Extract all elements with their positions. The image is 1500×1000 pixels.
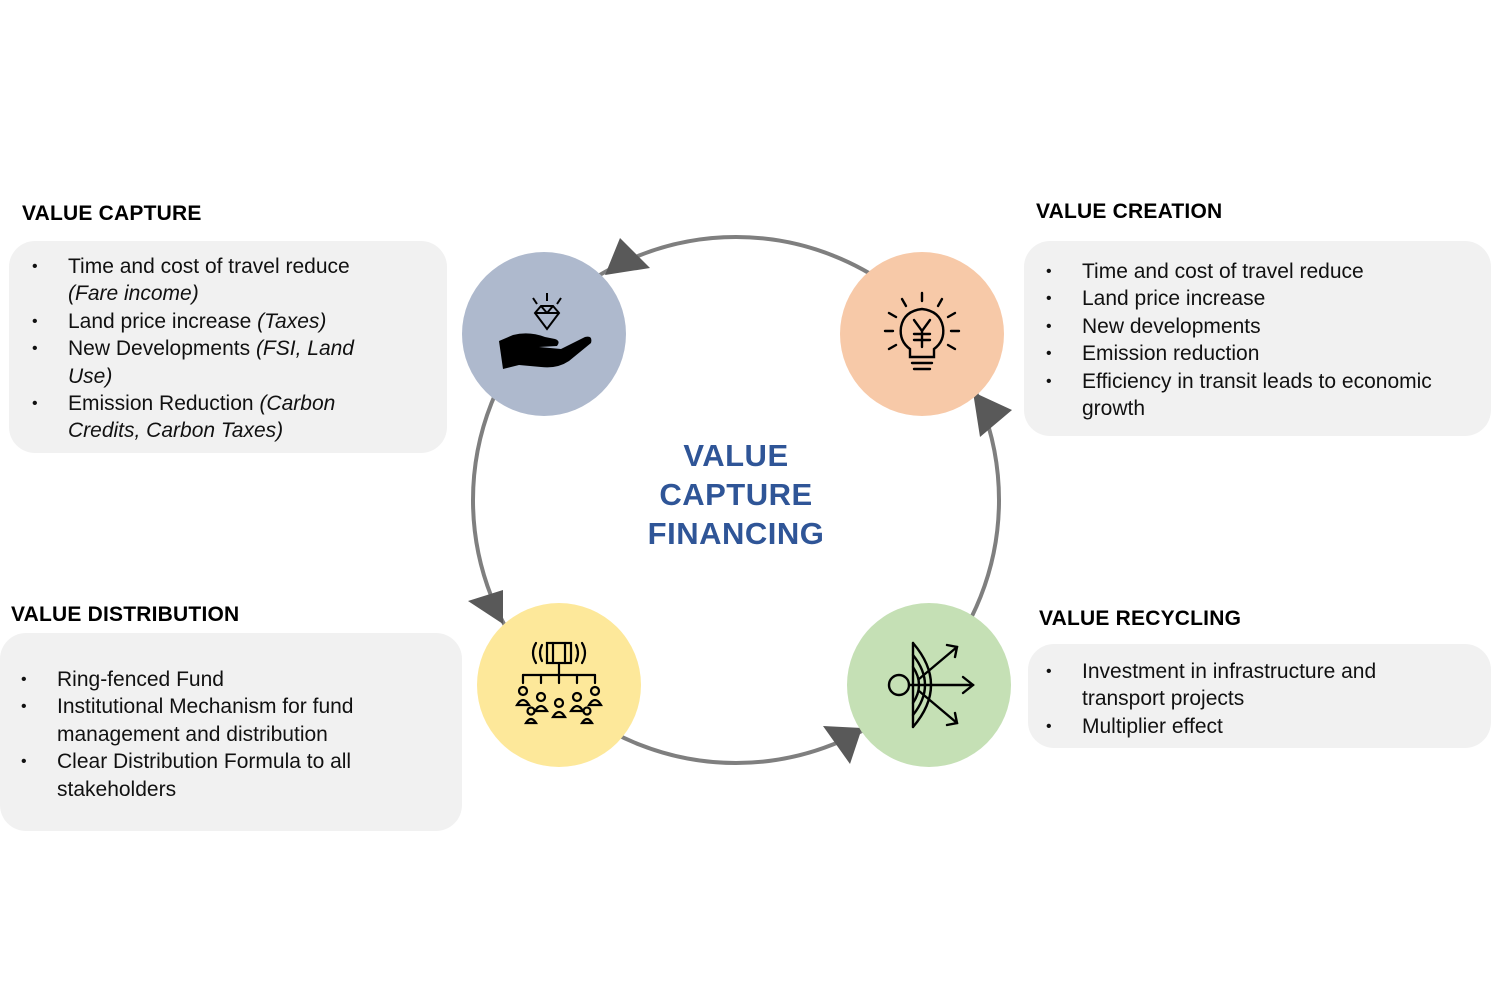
list-item: • Multiplier effect bbox=[1046, 713, 1471, 740]
list-item: • Emission reduction bbox=[1046, 340, 1471, 367]
bullet: • bbox=[32, 340, 38, 358]
capture-list: • Time and cost of travel reduce (Fare in… bbox=[32, 253, 427, 445]
list-item: • Time and cost of travel reduce (Fare in… bbox=[32, 253, 398, 308]
list-item: • Clear Distribution Formula to all stake… bbox=[21, 748, 387, 803]
bullet: • bbox=[21, 753, 27, 771]
capture-node bbox=[462, 252, 626, 416]
arrowhead-creation bbox=[973, 392, 1012, 437]
hand-diamond-icon bbox=[499, 293, 592, 369]
bullet: • bbox=[1046, 263, 1052, 280]
bullet: • bbox=[32, 258, 38, 275]
bullet: • bbox=[32, 395, 38, 413]
item-note: (FSI, Land Use) bbox=[68, 337, 354, 388]
item-text: Time and cost of travel reduce bbox=[1082, 260, 1364, 283]
creation-list: • Time and cost of travel reduce • Land pr… bbox=[1046, 258, 1471, 423]
list-item: • New developments bbox=[1046, 313, 1471, 340]
arrowhead-recycling bbox=[823, 726, 862, 764]
bullet: • bbox=[1046, 663, 1052, 680]
capture-title: VALUE CAPTURE bbox=[22, 202, 202, 225]
recycling-title: VALUE RECYCLING bbox=[1039, 607, 1242, 630]
list-item: • Emission Reduction (Carbon Credits, Car… bbox=[32, 390, 398, 445]
cycle-circle bbox=[471, 235, 1001, 765]
recycling-list: • Investment in infrastructure and transp… bbox=[1046, 658, 1471, 740]
item-text: Emission reduction bbox=[1082, 342, 1260, 366]
item-text: Emission Reduction bbox=[68, 392, 254, 416]
arrowhead-distribution bbox=[468, 590, 503, 624]
item-text: Institutional Mechanism for fund managem… bbox=[57, 695, 354, 746]
list-item: • Investment in infrastructure and transp… bbox=[1046, 658, 1412, 713]
list-item: • Institutional Mechanism for fund manage… bbox=[21, 693, 387, 748]
list-item: • Time and cost of travel reduce bbox=[1046, 258, 1471, 285]
bullet: • bbox=[32, 312, 38, 330]
center-title-line-3: FINANCING bbox=[647, 516, 825, 551]
center-title-line-1: VALUE bbox=[683, 438, 789, 473]
list-item: • Ring-fenced Fund bbox=[21, 666, 387, 693]
item-note: (Fare income) bbox=[68, 282, 199, 306]
fund-distribution-people-icon bbox=[515, 641, 603, 725]
item-text: Efficiency in transit leads to economic … bbox=[1082, 369, 1432, 421]
lightbulb-yen-icon bbox=[883, 291, 961, 371]
list-item: • Efficiency in transit leads to economic… bbox=[1046, 368, 1467, 423]
distribution-list: • Ring-fenced Fund • Institutional Mechani… bbox=[21, 666, 442, 803]
center-title: VALUE CAPTURE FINANCING bbox=[600, 436, 872, 553]
arrowhead-capture bbox=[605, 238, 650, 275]
list-item: • New Developments (FSI, Land Use) bbox=[32, 335, 398, 390]
recycling-node bbox=[847, 603, 1011, 767]
list-item: • Land price increase bbox=[1046, 285, 1471, 312]
item-text: Land price increase bbox=[68, 309, 252, 333]
creation-node bbox=[840, 252, 1004, 416]
item-text: Time and cost of travel reduce bbox=[68, 255, 350, 278]
bullet: • bbox=[21, 671, 27, 688]
creation-box: • Time and cost of travel reduce • Land pr… bbox=[1024, 241, 1491, 436]
list-item: • Land price increase (Taxes) bbox=[32, 308, 398, 335]
bullet: • bbox=[1046, 317, 1052, 335]
item-text: Ring-fenced Fund bbox=[57, 668, 224, 691]
creation-title: VALUE CREATION bbox=[1036, 200, 1223, 223]
item-note: (Taxes) bbox=[257, 309, 327, 333]
bullet: • bbox=[21, 698, 27, 716]
distribution-box: • Ring-fenced Fund • Institutional Mechani… bbox=[0, 633, 462, 831]
item-text: New developments bbox=[1082, 314, 1261, 338]
distribution-title: VALUE DISTRIBUTION bbox=[11, 603, 240, 626]
item-text: Clear Distribution Formula to all stakeh… bbox=[57, 750, 352, 801]
recycling-box: • Investment in infrastructure and transp… bbox=[1028, 644, 1491, 748]
bullet: • bbox=[1046, 290, 1052, 308]
distribution-node bbox=[477, 603, 641, 767]
item-text: Multiplier effect bbox=[1082, 714, 1223, 738]
item-note: (Carbon Credits, Carbon Taxes) bbox=[68, 392, 336, 443]
bullet: • bbox=[1046, 372, 1052, 390]
bullet: • bbox=[1046, 345, 1052, 363]
center-title-line-2: CAPTURE bbox=[659, 477, 813, 512]
item-text: Land price increase bbox=[1082, 287, 1266, 311]
radar-arrows-icon bbox=[887, 641, 975, 729]
capture-box: • Time and cost of travel reduce (Fare in… bbox=[9, 241, 447, 453]
item-text: New Developments bbox=[68, 337, 251, 361]
bullet: • bbox=[1046, 717, 1052, 735]
item-text: Investment in infrastructure and transpo… bbox=[1082, 660, 1377, 711]
